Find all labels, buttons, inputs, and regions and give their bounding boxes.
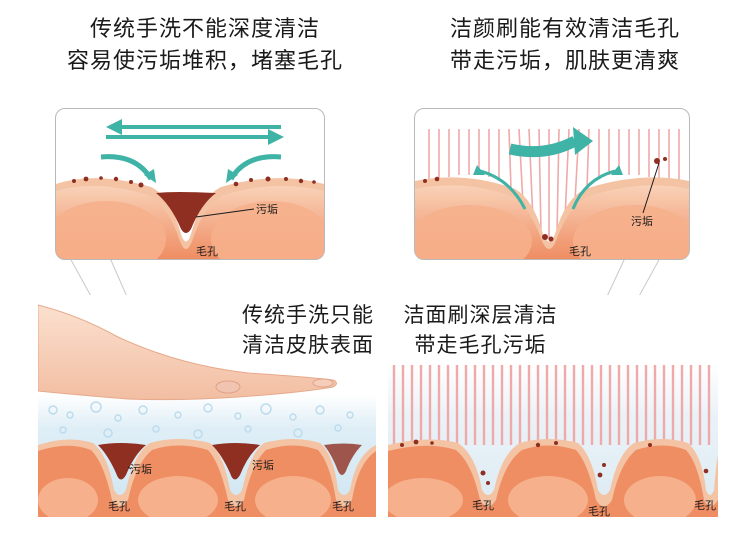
pore-label-2: 毛孔 [224, 500, 246, 513]
pore-label-1: 毛孔 [472, 499, 494, 512]
hand-wash-caption: 传统手洗只能 清洁皮肤表面 [228, 300, 376, 360]
brush-clean-illustration: 毛孔 毛孔 毛孔 [388, 295, 718, 517]
arrow-head-right [268, 129, 284, 145]
skin-cell [573, 205, 689, 259]
pore-label-3: 毛孔 [694, 499, 716, 512]
dirt-clump [212, 443, 260, 480]
pore-label-3: 毛孔 [332, 500, 354, 513]
hand-illustration [38, 304, 337, 401]
inset-hand-wash-illustration: 污垢 毛孔 [56, 119, 324, 259]
skin-cell [56, 201, 166, 259]
dirt-clump [156, 192, 216, 233]
brush-bristles [392, 365, 711, 445]
dirt-clump [98, 443, 146, 480]
foam-bubbles [48, 401, 354, 439]
brush-clean-caption-line2: 带走毛孔污垢 [414, 333, 547, 357]
pore-label-2: 毛孔 [588, 505, 610, 517]
top-right-caption-line1: 洁颜刷能有效清洁毛孔 [449, 17, 680, 42]
top-right-caption: 洁颜刷能有效清洁毛孔 带走污垢，肌肤更清爽 [405, 14, 725, 78]
dirt-label: 污垢 [631, 215, 653, 228]
dirt-clump [324, 443, 362, 475]
curved-arrow-right [228, 154, 282, 181]
curved-arrow-left [100, 154, 154, 181]
top-left-caption-line2: 容易使污垢堆积，堵塞毛孔 [66, 49, 343, 74]
top-left-caption: 传统手洗不能深度清洁 容易使污垢堆积，堵塞毛孔 [45, 14, 365, 78]
skin-cell [211, 201, 324, 259]
dirt-label-2: 污垢 [252, 459, 274, 472]
inset-brush-illustration: 污垢 毛孔 [415, 127, 689, 259]
dirt-specks [423, 157, 667, 242]
hand-wash-panel: 污垢 污垢 毛孔 毛孔 毛孔 传统手洗只能 清洁皮肤表面 [38, 295, 376, 517]
dirt-label-1: 污垢 [130, 463, 152, 476]
hand-wash-caption-line1: 传统手洗只能 [242, 303, 374, 327]
pore-label: 毛孔 [196, 245, 218, 258]
rotation-arrow [508, 136, 578, 158]
brush-clean-caption-line1: 洁面刷深层清洁 [403, 303, 558, 327]
skin-cell [415, 205, 532, 259]
top-left-caption-line1: 传统手洗不能深度清洁 [89, 17, 320, 42]
brush-clean-panel: 毛孔 毛孔 毛孔 洁面刷深层清洁 带走毛孔污垢 [388, 295, 718, 517]
back-and-forth-arrows [106, 125, 281, 139]
inset-brush-detail: 污垢 毛孔 [414, 108, 690, 260]
hand-wash-illustration: 污垢 污垢 毛孔 毛孔 毛孔 [38, 295, 376, 517]
pore-label-1: 毛孔 [108, 500, 130, 513]
dirt-specks [400, 439, 709, 485]
dirt-label: 污垢 [256, 203, 278, 216]
top-right-caption-line2: 带走污垢，肌肤更清爽 [449, 49, 680, 74]
inset-hand-wash-detail: 污垢 毛孔 [55, 108, 325, 260]
dirt-specks [72, 176, 316, 188]
pore-label: 毛孔 [569, 245, 591, 258]
lift-arrow-left [479, 169, 527, 210]
arrow-head-left [106, 119, 122, 135]
hand-wash-caption-line2: 清洁皮肤表面 [242, 333, 374, 357]
lift-arrow-right [571, 169, 616, 210]
brush-clean-caption: 洁面刷深层清洁 带走毛孔污垢 [388, 300, 573, 360]
